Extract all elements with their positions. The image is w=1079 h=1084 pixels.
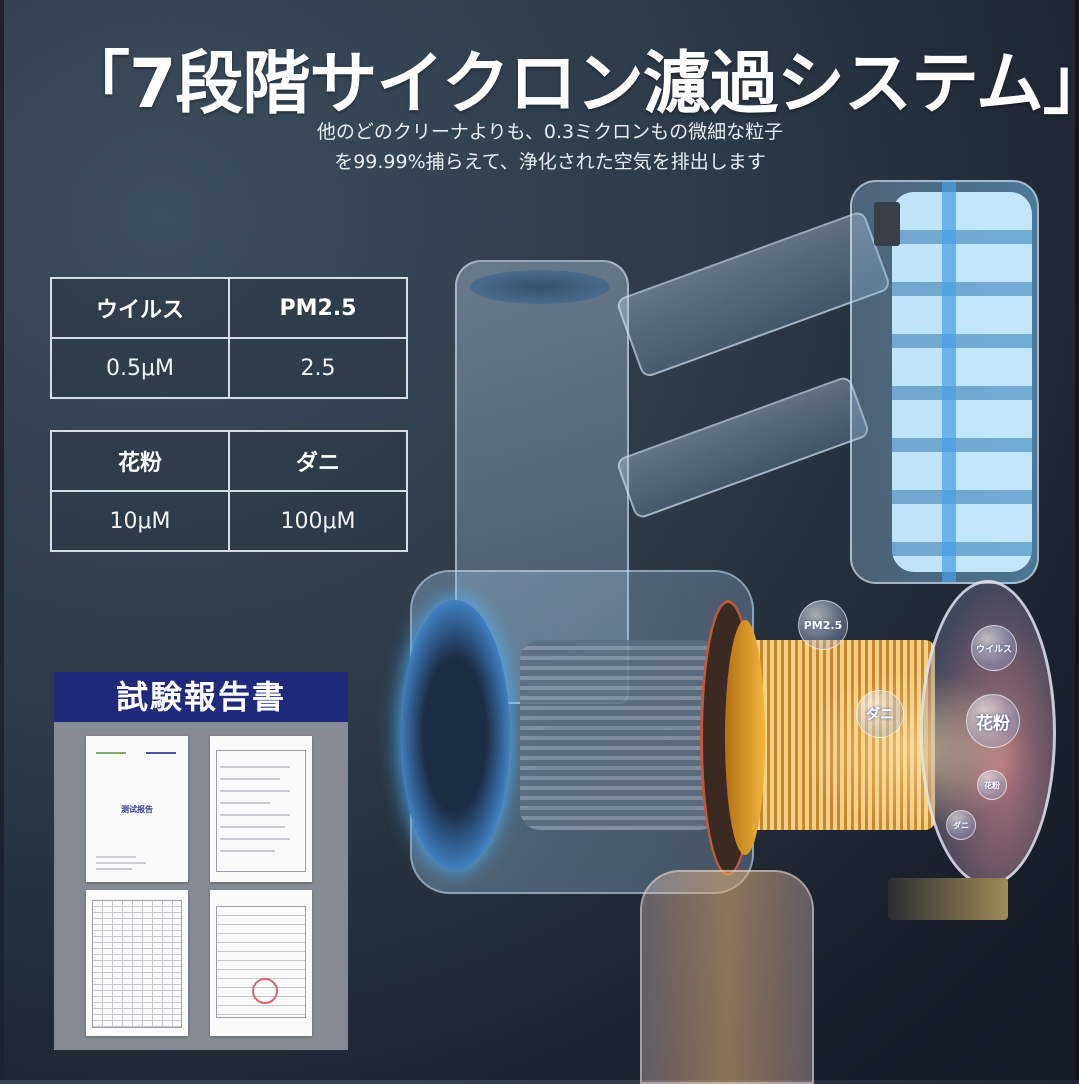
test-report-title: 試験報告書 bbox=[54, 672, 348, 722]
battery-pack bbox=[850, 180, 1039, 584]
report-documents: 测试报告 bbox=[86, 736, 322, 1036]
particle-bubble-virus: ウイルス bbox=[971, 625, 1017, 671]
lower-wand bbox=[640, 870, 814, 1084]
test-report-panel: 試験報告書 测试报告 bbox=[54, 672, 348, 1050]
report-doc-caption: 测试报告 bbox=[121, 805, 153, 814]
report-doc-cover: 测试报告 bbox=[86, 736, 188, 882]
cup-lid bbox=[470, 270, 610, 304]
header-pm25: PM2.5 bbox=[228, 277, 408, 339]
motor-face bbox=[400, 600, 510, 870]
right-edge bbox=[1075, 0, 1079, 1080]
value-virus: 0.5μM bbox=[50, 337, 230, 399]
vacuum-illustration: PM2.5 ウイルス ダニ 花粉 花粉 ダニ bbox=[380, 170, 1079, 1084]
subtitle-line-2: を99.99%捕らえて、浄化された空気を排出します bbox=[334, 151, 766, 173]
subtitle: 他のどのクリーナよりも、0.3ミクロンもの微細な粒子 を99.99%捕らえて、浄… bbox=[240, 117, 860, 177]
particle-bubble-mite: ダニ bbox=[856, 690, 904, 738]
particle-bubble-mite-small: ダニ bbox=[946, 810, 976, 840]
handle-base bbox=[615, 374, 871, 521]
particle-bubble-pollen: 花粉 bbox=[966, 694, 1020, 748]
header-mite: ダニ bbox=[228, 430, 408, 492]
left-edge bbox=[0, 0, 4, 1080]
value-pollen: 10μM bbox=[50, 490, 230, 552]
wand-foot bbox=[888, 878, 1008, 920]
report-doc-data-table bbox=[86, 890, 188, 1036]
subtitle-line-1: 他のどのクリーナよりも、0.3ミクロンもの微細な粒子 bbox=[316, 121, 784, 143]
particle-bubble-pollen-small: 花粉 bbox=[977, 770, 1007, 800]
particle-bubble-pm25: PM2.5 bbox=[798, 600, 848, 650]
page-headline: 「7段階サイクロン濾過システム」 bbox=[62, 45, 1079, 124]
filter-band bbox=[725, 620, 765, 855]
battery-indicator bbox=[874, 202, 900, 246]
report-doc-summary bbox=[210, 736, 312, 882]
header-virus: ウイルス bbox=[50, 277, 230, 339]
value-mite: 100μM bbox=[228, 490, 408, 552]
particle-size-table-1: ウイルス PM2.5 0.5μM 2.5 bbox=[50, 277, 408, 399]
particle-size-table-2: 花粉 ダニ 10μM 100μM bbox=[50, 430, 408, 552]
official-seal-icon bbox=[252, 978, 278, 1004]
report-doc-certificate bbox=[210, 890, 312, 1036]
value-pm25: 2.5 bbox=[228, 337, 408, 399]
header-pollen: 花粉 bbox=[50, 430, 230, 492]
motor-core bbox=[520, 640, 720, 830]
